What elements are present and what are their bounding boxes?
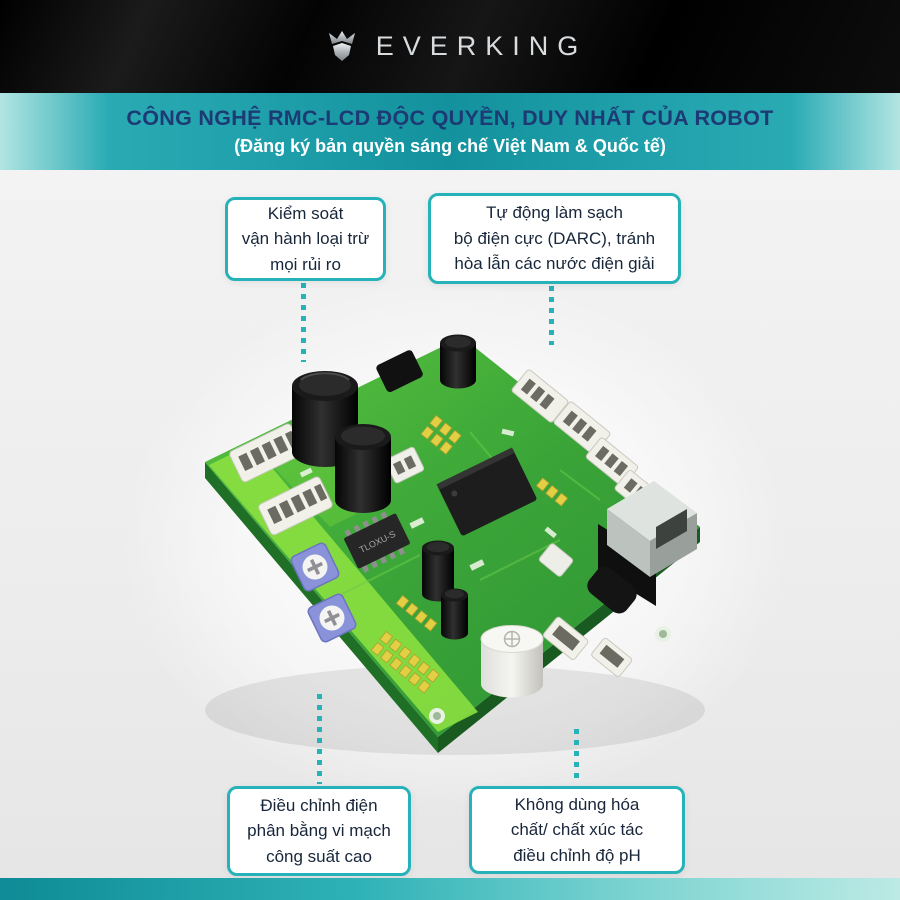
- callout-bottom-left: Điều chỉnh điện phân bằng vi mạch công s…: [227, 786, 411, 876]
- callout-bottom-right: Không dùng hóa chất/ chất xúc tác điều c…: [469, 786, 685, 874]
- title-banner: CÔNG NGHỆ RMC-LCD ĐỘC QUYỀN, DUY NHẤT CỦ…: [0, 93, 900, 170]
- callout-top-right-text: Tự động làm sạch bộ điện cực (DARC), trá…: [453, 203, 656, 274]
- dotted-connector-bottom-left: [317, 694, 322, 784]
- crown-shield-icon: [328, 30, 355, 61]
- callout-bottom-right-text: Không dùng hóa chất/ chất xúc tác điều c…: [510, 794, 644, 865]
- dotted-connector-top-right: [549, 286, 554, 345]
- brand-name: EVERKING: [375, 31, 588, 61]
- dotted-connector-bottom-right: [574, 729, 579, 784]
- footer-bar: [0, 878, 900, 900]
- callout-top-left: Kiểm soát vận hành loại trừ mọi rủi ro: [225, 197, 386, 281]
- banner-title: CÔNG NGHỆ RMC-LCD ĐỘC QUYỀN, DUY NHẤT CỦ…: [126, 106, 774, 130]
- callout-top-right: Tự động làm sạch bộ điện cực (DARC), trá…: [428, 193, 681, 284]
- callout-bottom-left-text: Điều chỉnh điện phân bằng vi mạch công s…: [247, 795, 391, 866]
- dotted-connector-top-left: [301, 283, 306, 362]
- everking-logo: EVERKING: [322, 30, 578, 64]
- banner-subtitle: (Đăng ký bản quyền sáng chế Việt Nam & Q…: [234, 136, 666, 156]
- callout-top-left-text: Kiểm soát vận hành loại trừ mọi rủi ro: [241, 203, 370, 274]
- brand-header: EVERKING: [0, 0, 900, 93]
